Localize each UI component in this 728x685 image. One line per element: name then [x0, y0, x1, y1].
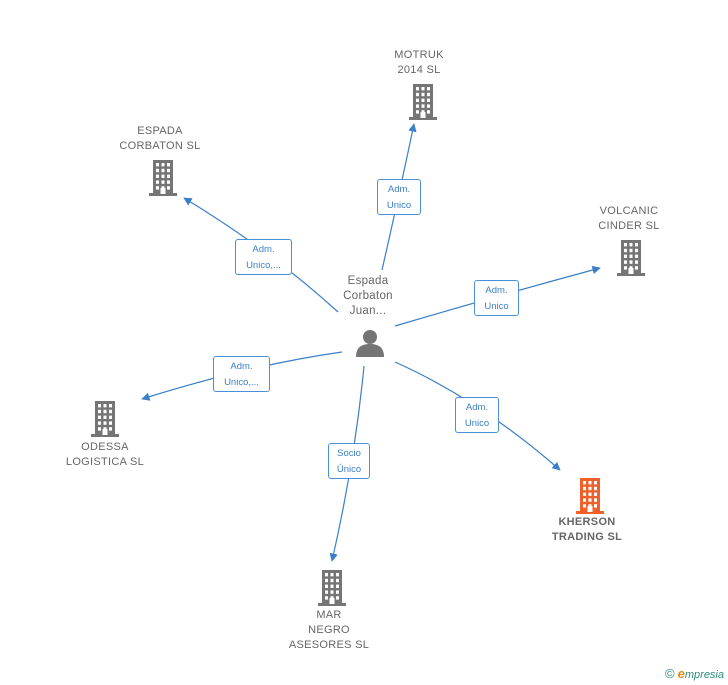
edge-label-espada[interactable]: Adm. Unico,... [235, 239, 292, 275]
center-person-label[interactable]: Espada Corbaton Juan... [343, 275, 393, 317]
building-icon[interactable] [316, 570, 348, 611]
edge-label-mar[interactable]: Socio Único [328, 443, 370, 479]
building-icon[interactable] [615, 240, 647, 281]
edge-label-odessa[interactable]: Adm. Unico,... [213, 356, 270, 392]
company-label-volcanic[interactable]: VOLCANIC CINDER SL [598, 205, 660, 232]
brand-name: mpresia [684, 669, 724, 681]
person-icon[interactable] [355, 329, 385, 357]
company-label-odessa[interactable]: ODESSA LOGISTICA SL [65, 441, 145, 468]
building-icon[interactable] [147, 160, 179, 201]
company-label-kherson[interactable]: KHERSON TRADING SL [551, 516, 623, 543]
edge-label-kherson[interactable]: Adm. Unico [455, 397, 499, 433]
brand-initial: e [677, 666, 685, 681]
edge-label-motruk[interactable]: Adm. Unico [377, 179, 421, 215]
copyright-icon: © [665, 666, 675, 681]
company-label-motruk[interactable]: MOTRUK 2014 SL [394, 49, 444, 76]
building-icon[interactable] [407, 84, 439, 125]
edge-label-volcanic[interactable]: Adm. Unico [474, 280, 519, 316]
company-label-espada[interactable]: ESPADA CORBATON SL [119, 125, 201, 152]
building-icon[interactable] [89, 401, 121, 442]
company-label-mar[interactable]: MAR NEGRO ASESORES SL [288, 609, 370, 651]
empresia-watermark: ©empresia [665, 666, 724, 681]
building-icon[interactable] [574, 478, 606, 519]
